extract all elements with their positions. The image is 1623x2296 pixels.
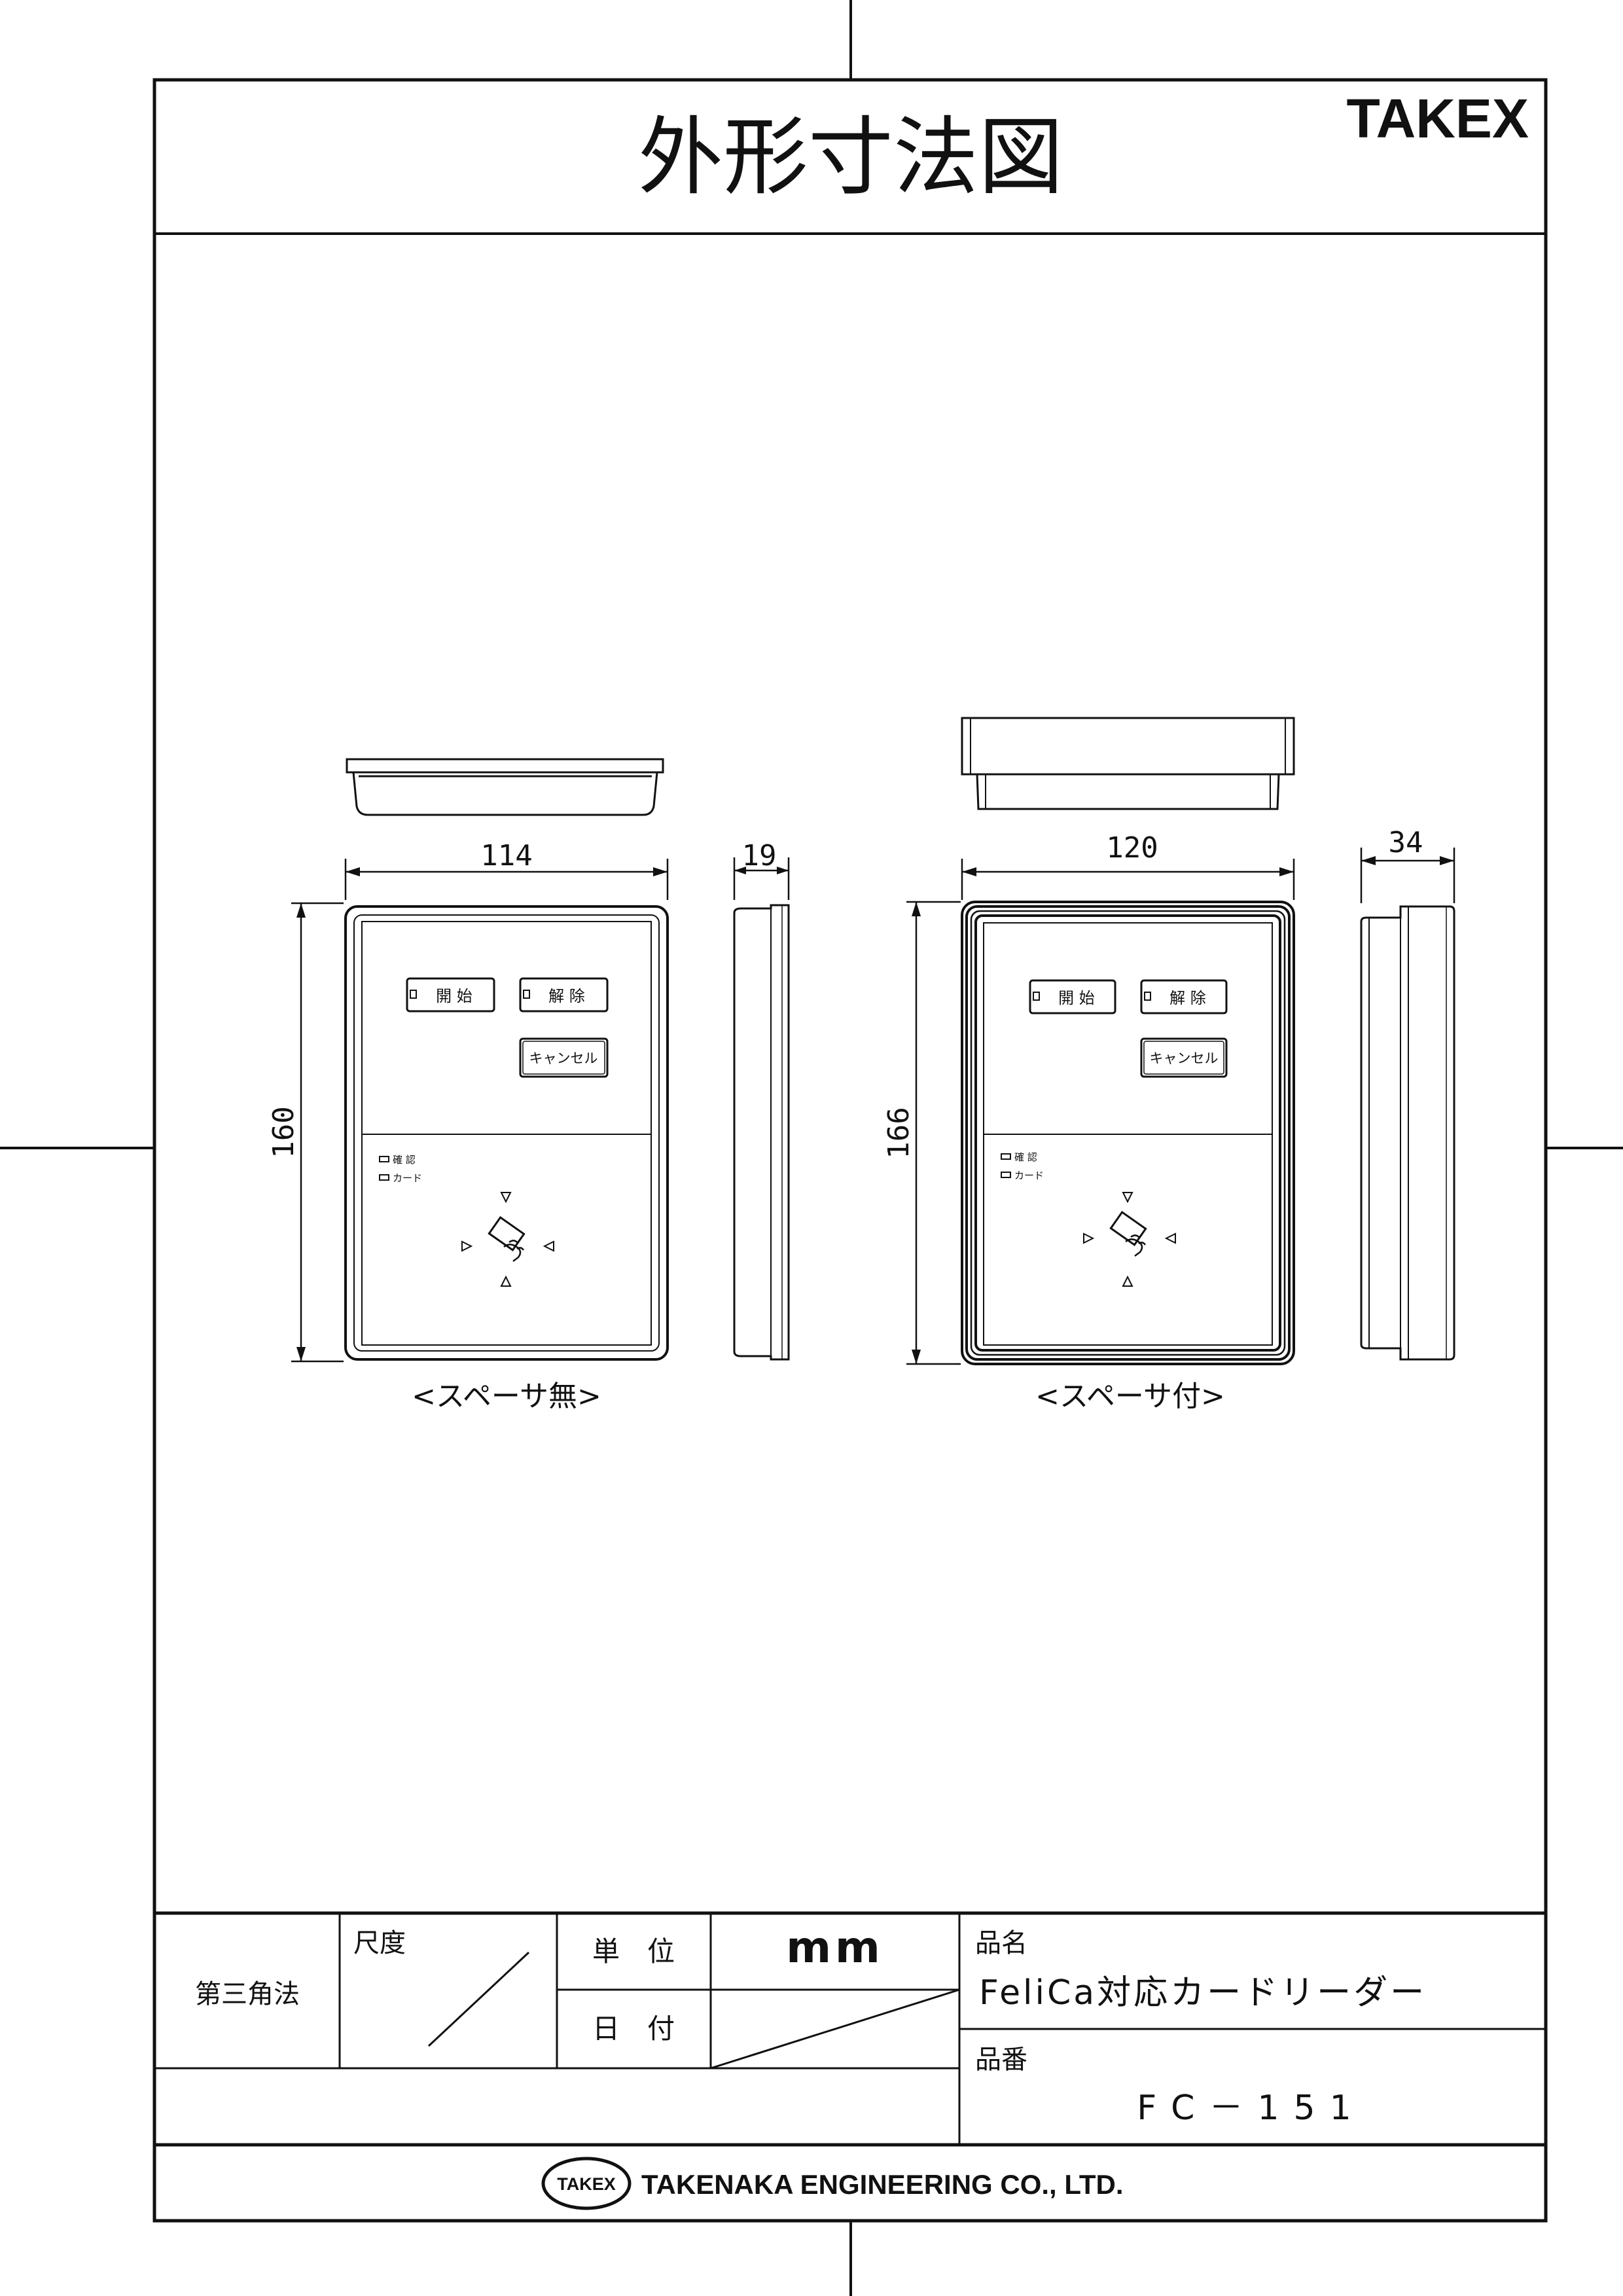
product-name: FeliCa対応カードリーダー (979, 1973, 1427, 2013)
left-width-dimension (344, 859, 669, 900)
title-block (154, 1911, 1546, 2147)
left-card-reader-icon (461, 1192, 554, 1287)
left-front-view (344, 905, 669, 1361)
right-cancel-button: キャンセル (1140, 1037, 1228, 1078)
product-number-label: 品番 (975, 2045, 1027, 2075)
right-card-reader-icon (1083, 1192, 1176, 1287)
left-start-label: 開 始 (436, 987, 473, 1005)
left-led-confirm-label: 確 認 (393, 1154, 416, 1166)
company-name: TAKENAKA ENGINEERING CO., LTD. (641, 2169, 1124, 2200)
right-front-view (961, 901, 1295, 1365)
date-label: 日 付 (592, 2013, 675, 2045)
page-title: 外形寸法図 (638, 107, 1063, 207)
right-view: 120 166 開 始 解 除 (882, 717, 1455, 1413)
left-height-dimension (291, 902, 344, 1363)
left-led-card-label: カード (393, 1172, 422, 1184)
brand-logo: TAKEX (1347, 88, 1529, 149)
left-height-label: 160 (267, 1106, 300, 1158)
right-cancel-label: キャンセル (1150, 1050, 1219, 1066)
left-led-confirm (379, 1156, 389, 1162)
product-name-label: 品名 (975, 1928, 1027, 1958)
right-width-label: 120 (1106, 831, 1158, 865)
unit-label: 単 位 (592, 1935, 675, 1967)
outer-frame (152, 78, 1548, 2223)
company-logo: TAKEX (541, 2157, 632, 2210)
left-depth-label: 19 (742, 839, 777, 872)
right-width-dimension (961, 859, 1295, 900)
left-cancel-label: キャンセル (529, 1050, 598, 1066)
company-logo-text: TAKEX (557, 2174, 616, 2194)
right-led-confirm-label: 確 認 (1014, 1151, 1037, 1163)
left-top-view (346, 758, 664, 816)
left-view: 114 160 開 始 解 除 (267, 758, 790, 1413)
right-release-button: 解 除 (1140, 979, 1228, 1014)
projection-label: 第三角法 (195, 1979, 300, 2009)
left-depth-dimension (733, 857, 790, 900)
left-led-card (379, 1174, 389, 1181)
right-start-button: 開 始 (1029, 979, 1116, 1014)
left-width-label: 114 (480, 839, 532, 872)
right-height-label: 166 (882, 1107, 916, 1158)
right-led-card (1001, 1172, 1011, 1178)
right-caption: <スペーサ付> (1035, 1380, 1225, 1413)
right-side-view (1360, 905, 1455, 1361)
right-release-label: 解 除 (1169, 989, 1206, 1007)
left-release-button: 解 除 (519, 977, 609, 1013)
left-release-label: 解 除 (548, 987, 585, 1005)
right-led-confirm (1001, 1153, 1011, 1160)
left-side-view (733, 904, 790, 1361)
right-start-label: 開 始 (1058, 989, 1095, 1007)
product-number: FC－151 (1137, 2089, 1365, 2128)
unit-value: mm (786, 1922, 884, 1973)
left-start-button: 開 始 (406, 977, 495, 1013)
right-top-view (961, 717, 1295, 810)
right-height-dimension (906, 901, 961, 1365)
left-led-group: 確 認 カード (379, 1154, 422, 1184)
right-led-group: 確 認 カード (1001, 1151, 1044, 1181)
left-cancel-button: キャンセル (519, 1037, 609, 1078)
right-led-card-label: カード (1014, 1170, 1044, 1181)
right-depth-dimension (1360, 848, 1455, 903)
scale-label: 尺度 (353, 1928, 406, 1958)
right-depth-label: 34 (1389, 826, 1423, 859)
left-caption: <スペーサ無> (412, 1380, 601, 1413)
